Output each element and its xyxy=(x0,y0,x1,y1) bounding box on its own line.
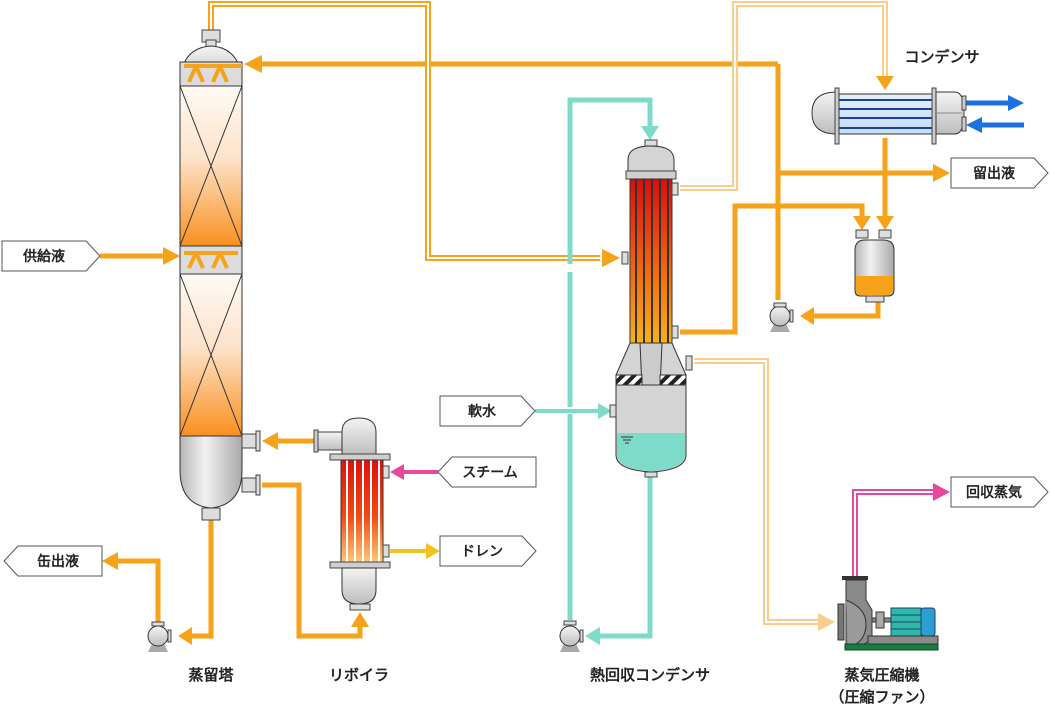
distillation-column-label: 蒸留塔 xyxy=(188,666,234,684)
stream-tag-steam[interactable]: スチーム xyxy=(437,456,537,488)
recovered-steam-inner xyxy=(854,491,935,578)
recovered-steam-arrow-icon xyxy=(933,483,950,501)
steam-label: スチーム xyxy=(462,465,518,481)
reboiler-feed-pipe xyxy=(262,482,363,639)
distillation-column[interactable] xyxy=(179,29,261,521)
condenser-tubes xyxy=(839,99,933,129)
bottoms-pump[interactable] xyxy=(147,621,172,652)
distillate-arrow-icon xyxy=(933,164,950,182)
recovered-steam-pipe xyxy=(852,489,935,578)
low-pressure-vapor-pipe xyxy=(694,358,820,625)
stream-tag-drain[interactable]: ドレン xyxy=(439,535,537,567)
distillate-label: 留出液 xyxy=(973,165,1016,182)
drum-inlet-arrow-right-icon xyxy=(876,216,894,230)
drain-label: ドレン xyxy=(461,544,503,560)
drum-inlet-arrow-left-icon xyxy=(853,216,871,230)
hrc-bottom-pipe xyxy=(598,476,653,639)
reboiler-inlet-arrow-icon xyxy=(351,612,369,627)
compressor-label: 蒸気圧縮機 xyxy=(844,666,919,684)
liquid-level-icon xyxy=(621,436,633,444)
bottoms-label: 缶出液 xyxy=(37,553,80,570)
condenser-label: コンデンサ xyxy=(904,48,979,66)
hrc-tube-bundle xyxy=(629,178,673,344)
stream-tag-recovered-steam[interactable]: 回収蒸気 xyxy=(950,476,1049,508)
column-vapor-arrow-icon xyxy=(602,249,620,267)
heat-recovery-condenser-label: 熱回収コンデンサ xyxy=(590,666,710,684)
stream-tag-distillate[interactable]: 留出液 xyxy=(950,157,1049,189)
column-vapor-pipe-inner xyxy=(210,3,600,259)
spray-nozzle-middle-icon xyxy=(184,251,238,269)
hrc-pump[interactable] xyxy=(559,620,584,652)
pipes xyxy=(100,1,1024,645)
hrc-pump-arrow-icon xyxy=(585,627,600,645)
feed-label: 供給液 xyxy=(22,248,66,265)
hrc-circulation-pipe xyxy=(567,97,653,620)
drum-to-pump-pipe xyxy=(812,302,881,319)
spray-nozzle-top-icon xyxy=(184,64,242,83)
bottoms-discharge-pipe xyxy=(118,558,161,622)
reboiler-return-arrow-icon xyxy=(262,432,278,450)
stream-tag-bottoms[interactable]: 缶出液 xyxy=(3,545,103,577)
compressor-sublabel: （圧縮ファン） xyxy=(829,688,934,706)
hrc-condensate-pipe xyxy=(680,203,865,335)
recovered-steam-label: 回収蒸気 xyxy=(966,484,1022,501)
reboiler-label: リボイラ xyxy=(329,666,389,684)
hrc-circulation-arrow-icon xyxy=(641,126,659,140)
stream-tag-soft-water[interactable]: 軟水 xyxy=(439,395,536,427)
bottoms-arrow-icon xyxy=(102,552,118,570)
reboiler[interactable] xyxy=(313,417,391,611)
reflux-pump-arrow-icon xyxy=(800,307,814,325)
reflux-drum[interactable] xyxy=(854,229,895,303)
drain-arrow-icon xyxy=(426,543,440,559)
steam-compressor[interactable] xyxy=(837,576,939,651)
reflux-arrow-icon xyxy=(244,55,262,73)
column-vapor-pipe xyxy=(208,1,600,261)
soft-water-arrow-icon xyxy=(598,403,612,419)
bottoms-pump-arrow-icon xyxy=(178,627,192,645)
bottoms-pipe xyxy=(190,520,214,639)
reflux-pump[interactable] xyxy=(769,302,794,332)
condenser-inlet-arrow-icon xyxy=(876,76,894,90)
cooling-water-in-arrow-icon xyxy=(966,117,982,133)
steam-arrow-icon xyxy=(390,464,404,480)
feed-arrow-icon xyxy=(163,247,180,265)
hrc-vapor-to-condenser-inner xyxy=(680,3,886,189)
low-pressure-vapor-inner xyxy=(694,360,820,623)
reboiler-tube-bundle xyxy=(340,459,384,563)
heat-recovery-condenser[interactable] xyxy=(609,139,693,478)
compressor-inlet-arrow-icon xyxy=(818,613,835,631)
condenser[interactable] xyxy=(811,87,967,145)
stream-tag-feed[interactable]: 供給液 xyxy=(1,240,101,272)
soft-water-label: 軟水 xyxy=(468,403,497,420)
cooling-water-out-arrow-icon xyxy=(1008,95,1024,111)
